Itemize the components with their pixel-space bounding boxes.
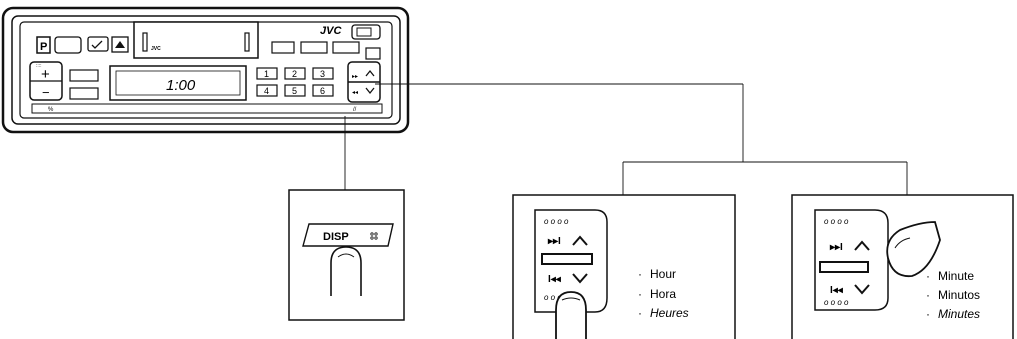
preset-label-5: 5 bbox=[292, 86, 297, 96]
hour-label-en: Hour bbox=[650, 267, 676, 281]
svg-text:▸▸I: ▸▸I bbox=[547, 236, 561, 247]
svg-text:I◂◂: I◂◂ bbox=[830, 285, 844, 296]
svg-text:·: · bbox=[638, 306, 642, 320]
volume-rocker[interactable]: + − :::: bbox=[30, 62, 62, 100]
minute-label-fr: Minutes bbox=[938, 307, 980, 321]
car-stereo: P JVC JVC + − :::: bbox=[3, 8, 408, 132]
svg-text:▸▸: ▸▸ bbox=[352, 74, 358, 80]
preset-label-6: 6 bbox=[320, 86, 325, 96]
brand-logo: JVC bbox=[320, 25, 342, 37]
svg-text:◂◂: ◂◂ bbox=[352, 90, 358, 96]
svg-text:o o o o: o o o o bbox=[824, 217, 849, 226]
hour-label-fr: Heures bbox=[650, 306, 689, 320]
svg-text:o o o o: o o o o bbox=[544, 217, 569, 226]
bottom-label-left: % bbox=[48, 107, 54, 113]
func-button-2[interactable] bbox=[301, 42, 327, 53]
preset-label-1: 1 bbox=[264, 69, 269, 79]
mode-button[interactable] bbox=[55, 37, 81, 53]
tape-brand-small: JVC bbox=[151, 46, 161, 52]
hour-label-es: Hora bbox=[650, 287, 676, 301]
svg-text:o o o o: o o o o bbox=[824, 298, 849, 307]
power-button-label: P bbox=[40, 41, 47, 53]
preset-label-2: 2 bbox=[292, 69, 297, 79]
minute-label-es: Minutos bbox=[938, 288, 980, 302]
svg-text:::::: :::: bbox=[36, 63, 42, 69]
minute-label-en: Minute bbox=[938, 269, 974, 283]
minute-panel: o o o o ▸▸I I◂◂ o o o o Minute Minutos M… bbox=[792, 195, 1013, 339]
svg-text:·: · bbox=[638, 287, 642, 301]
side-button[interactable] bbox=[366, 48, 380, 59]
check-button[interactable] bbox=[88, 37, 108, 51]
disp-button-label: DISP bbox=[323, 231, 349, 243]
func-button-3[interactable] bbox=[333, 42, 359, 53]
pressing-finger-icon bbox=[556, 292, 586, 339]
svg-text:▸▸I: ▸▸I bbox=[829, 242, 843, 253]
volume-minus[interactable]: − bbox=[42, 85, 50, 100]
seek-rocker[interactable]: ▸▸ ◂◂ bbox=[348, 62, 380, 102]
hour-panel: o o o o ▸▸I I◂◂ o o o o Hour Hora Heures… bbox=[513, 195, 735, 339]
band-button[interactable] bbox=[70, 70, 98, 81]
bottom-bar bbox=[32, 104, 382, 113]
svg-text:·: · bbox=[638, 267, 642, 281]
preset-label-4: 4 bbox=[264, 86, 269, 96]
svg-text:·: · bbox=[926, 269, 930, 283]
am-button[interactable] bbox=[70, 88, 98, 99]
connector-lines bbox=[345, 84, 907, 195]
preset-label-3: 3 bbox=[320, 69, 325, 79]
svg-text:·: · bbox=[926, 307, 930, 321]
tape-slot bbox=[134, 22, 258, 58]
bottom-label-right: // bbox=[353, 107, 357, 113]
disp-panel: DISP bbox=[289, 190, 404, 320]
pressing-finger-icon bbox=[887, 222, 940, 276]
volume-plus[interactable]: + bbox=[41, 66, 50, 83]
func-button-1[interactable] bbox=[272, 42, 294, 53]
lcd-time: 1:00 bbox=[166, 77, 196, 94]
finger-icon bbox=[331, 247, 361, 296]
svg-text:I◂◂: I◂◂ bbox=[548, 274, 562, 285]
svg-text:·: · bbox=[926, 288, 930, 302]
